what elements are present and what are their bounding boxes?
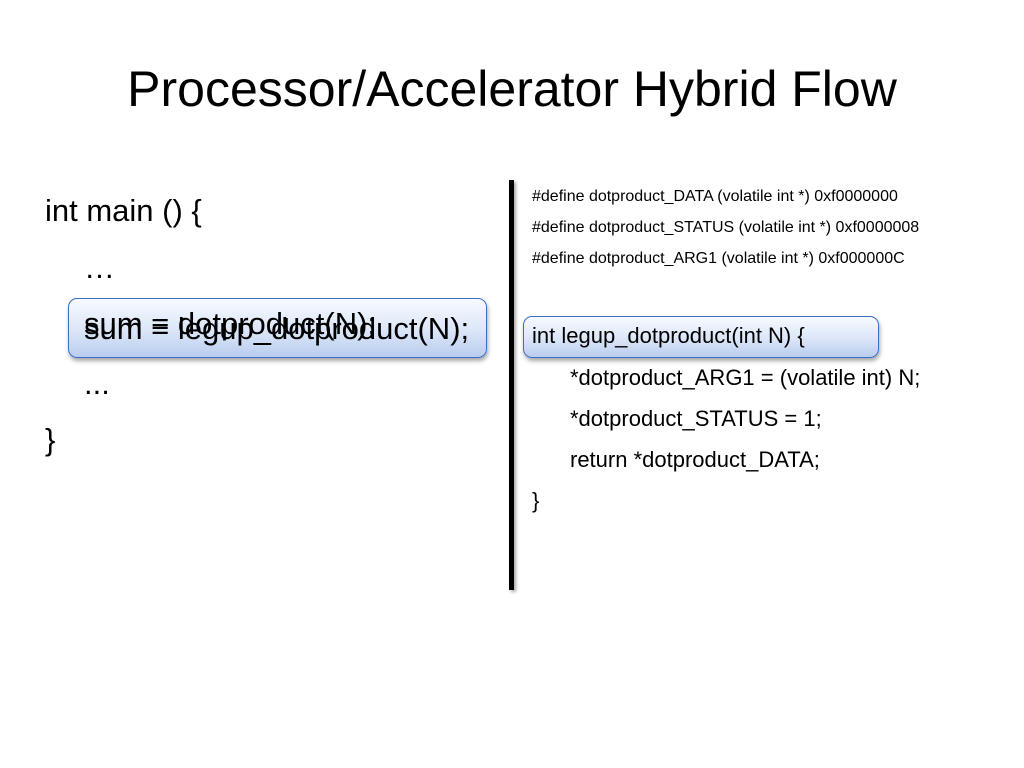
code-call-original: sum = dotproduct(N); bbox=[84, 306, 377, 341]
highlight-box-call bbox=[68, 298, 487, 358]
code-body-line-3: return *dotproduct_DATA; bbox=[570, 447, 820, 472]
code-main-close: } bbox=[45, 422, 56, 457]
define-status: #define dotproduct_STATUS (volatile int … bbox=[532, 219, 920, 236]
code-ellipsis-top: … bbox=[84, 250, 115, 285]
code-func-signature: int legup_dotproduct(int N) { bbox=[532, 323, 805, 348]
define-data: #define dotproduct_DATA (volatile int *)… bbox=[532, 188, 898, 205]
define-arg1: #define dotproduct_ARG1 (volatile int *)… bbox=[532, 250, 905, 267]
highlight-box-signature bbox=[523, 316, 879, 358]
code-func-close: } bbox=[532, 488, 540, 513]
code-main-signature: int main () { bbox=[45, 193, 202, 228]
code-ellipsis-bottom: ... bbox=[84, 366, 110, 401]
slide-title: Processor/Accelerator Hybrid Flow bbox=[127, 61, 897, 117]
code-body-line-1: *dotproduct_ARG1 = (volatile int) N; bbox=[570, 365, 921, 390]
code-body-line-2: *dotproduct_STATUS = 1; bbox=[570, 406, 822, 431]
code-call-replaced: sum = legup_dotproduct(N); bbox=[84, 311, 470, 346]
column-divider bbox=[509, 180, 514, 590]
